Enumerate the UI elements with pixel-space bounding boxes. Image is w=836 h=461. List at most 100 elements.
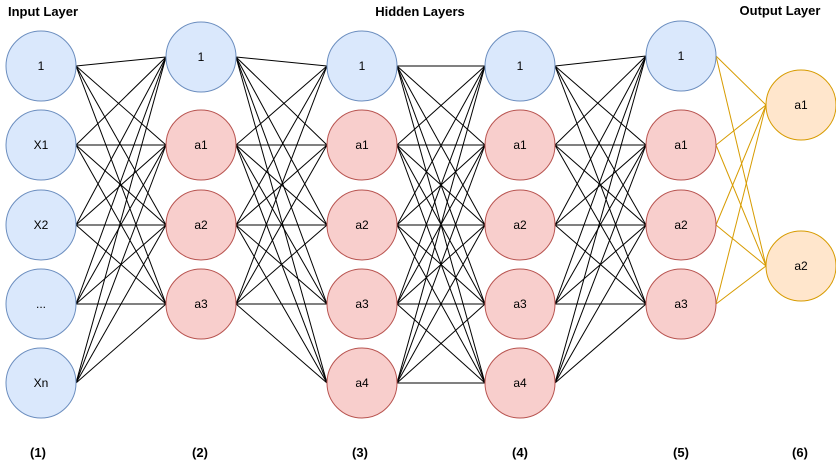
nn-node-l3-1 [326,30,398,102]
nn-edge-l1n2-l2n1 [75,56,167,146]
nn-node-label-l4-3: a2 [513,218,527,232]
nn-node-label-l2-4: a3 [194,297,208,311]
nn-edge-l1n5-l2n2 [75,144,167,384]
nn-edge-l2n1-l3n2 [235,56,328,146]
nn-node-l4-1 [484,30,556,102]
nn-edge-l5n4-l6n2 [715,265,767,305]
nn-node-label-l3-5: a4 [355,376,369,390]
nn-edge-l5n3-l6n2 [715,224,767,267]
nn-node-label-l3-3: a2 [355,218,369,232]
nn-node-l5-3 [645,189,717,261]
nn-edge-l2n4-l3n3 [235,224,328,305]
nn-node-l4-4 [484,268,556,340]
nn-edge-l1n3-l2n1 [75,56,167,226]
nn-edge-l1n5-l2n1 [75,56,167,384]
layer-index-label-3: (3) [352,445,368,460]
nn-node-label-l3-1: 1 [359,59,366,73]
nn-edge-l5n1-l6n1 [715,55,767,106]
nn-node-label-l5-3: a2 [674,218,688,232]
layer-index-label-6: (6) [792,445,808,460]
nn-edge-l4n1-l5n2 [554,65,647,146]
nn-edge-l1n4-l2n1 [75,56,167,305]
layer-index-label-2: (2) [192,445,208,460]
nn-edge-l3n4-l4n1 [396,65,486,305]
nn-edge-l4n5-l5n2 [554,144,647,384]
nn-node-l1-4 [5,268,77,340]
nn-edge-l4n5-l5n3 [554,224,647,384]
nn-node-label-l6-2: a2 [794,259,808,273]
nn-node-label-l5-4: a3 [674,297,688,311]
nn-edge-l4n1-l5n1 [554,55,647,67]
nn-node-l2-2 [165,109,237,181]
nn-edge-l3n2-l4n1 [396,65,486,146]
nn-edge-l4n4-l5n2 [554,144,647,305]
nn-edge-l4n3-l5n2 [554,144,647,226]
nn-edge-l2n3-l3n1 [235,65,328,226]
nn-edge-l4n5-l5n4 [554,303,647,384]
nn-node-label-l1-1: 1 [38,59,45,73]
nn-edge-l2n4-l3n2 [235,144,328,305]
nn-node-label-l4-1: 1 [517,59,524,73]
nn-edge-l4n5-l5n1 [554,55,647,384]
nn-node-label-l6-1: a1 [794,98,808,112]
nn-edge-l5n2-l6n1 [715,104,767,146]
nn-node-label-l1-3: X2 [34,218,49,232]
nn-edge-l2n1-l3n1 [235,56,328,67]
nn-node-l3-3 [326,189,398,261]
nn-node-label-l1-4: ... [36,297,46,311]
nn-edge-l2n1-l3n3 [235,56,328,226]
nn-edge-l3n5-l4n1 [396,65,486,384]
nn-node-label-l1-5: Xn [34,376,49,390]
nn-node-label-l3-4: a3 [355,297,369,311]
nn-node-label-l1-2: X1 [34,138,49,152]
nn-node-l1-2 [5,109,77,181]
nn-node-l5-2 [645,109,717,181]
nn-node-l6-1 [765,69,836,141]
nn-node-label-l5-1: 1 [678,49,685,63]
output-layer-title: Output Layer [739,3,821,18]
nn-node-l3-4 [326,268,398,340]
nn-edge-l2n4-l3n5 [235,303,328,384]
nn-edge-l5n1-l6n2 [715,55,767,267]
nn-node-l1-5 [5,347,77,419]
nn-node-l4-3 [484,189,556,261]
nn-edge-l1n5-l2n4 [75,303,167,384]
nn-node-l1-3 [5,189,77,261]
nn-edge-l3n3-l4n1 [396,65,486,226]
nn-node-l4-2 [484,109,556,181]
nn-node-l2-3 [165,189,237,261]
nn-node-label-l4-5: a4 [513,376,527,390]
nn-edge-l1n3-l2n2 [75,144,167,226]
nn-node-l5-4 [645,268,717,340]
nn-node-l2-1 [165,21,237,93]
input-layer-title: Input Layer [8,4,79,19]
nn-edge-l5n4-l6n1 [715,104,767,305]
nn-node-l4-5 [484,347,556,419]
nn-edge-l3n5-l4n2 [396,144,486,384]
nn-edge-l5n3-l6n1 [715,104,767,226]
nn-node-l3-5 [326,347,398,419]
nn-node-label-l4-2: a1 [513,138,527,152]
nn-node-l1-1 [5,30,77,102]
nn-node-l2-4 [165,268,237,340]
nn-node-l3-2 [326,109,398,181]
layer-index-label-5: (5) [673,445,689,460]
nn-node-label-l2-1: 1 [198,50,205,64]
nn-edge-l3n5-l4n4 [396,303,486,384]
nn-node-label-l5-2: a1 [674,138,688,152]
nn-edge-l4n4-l5n1 [554,55,647,305]
nn-edge-l1n1-l2n2 [75,65,167,146]
layer-index-label-1: (1) [30,445,46,460]
nn-edge-l2n2-l3n1 [235,65,328,146]
layer-index-label-4: (4) [512,445,528,460]
nn-edge-l2n4-l3n1 [235,65,328,305]
nn-edge-l4n3-l5n1 [554,55,647,226]
nn-edge-l1n1-l2n1 [75,56,167,67]
nn-edge-l1n4-l2n2 [75,144,167,305]
nn-edge-l4n2-l5n1 [554,55,647,146]
nn-node-label-l3-2: a1 [355,138,369,152]
nn-node-label-l4-4: a3 [513,297,527,311]
hidden-layers-title: Hidden Layers [375,4,465,19]
nn-node-l5-1 [645,20,717,92]
